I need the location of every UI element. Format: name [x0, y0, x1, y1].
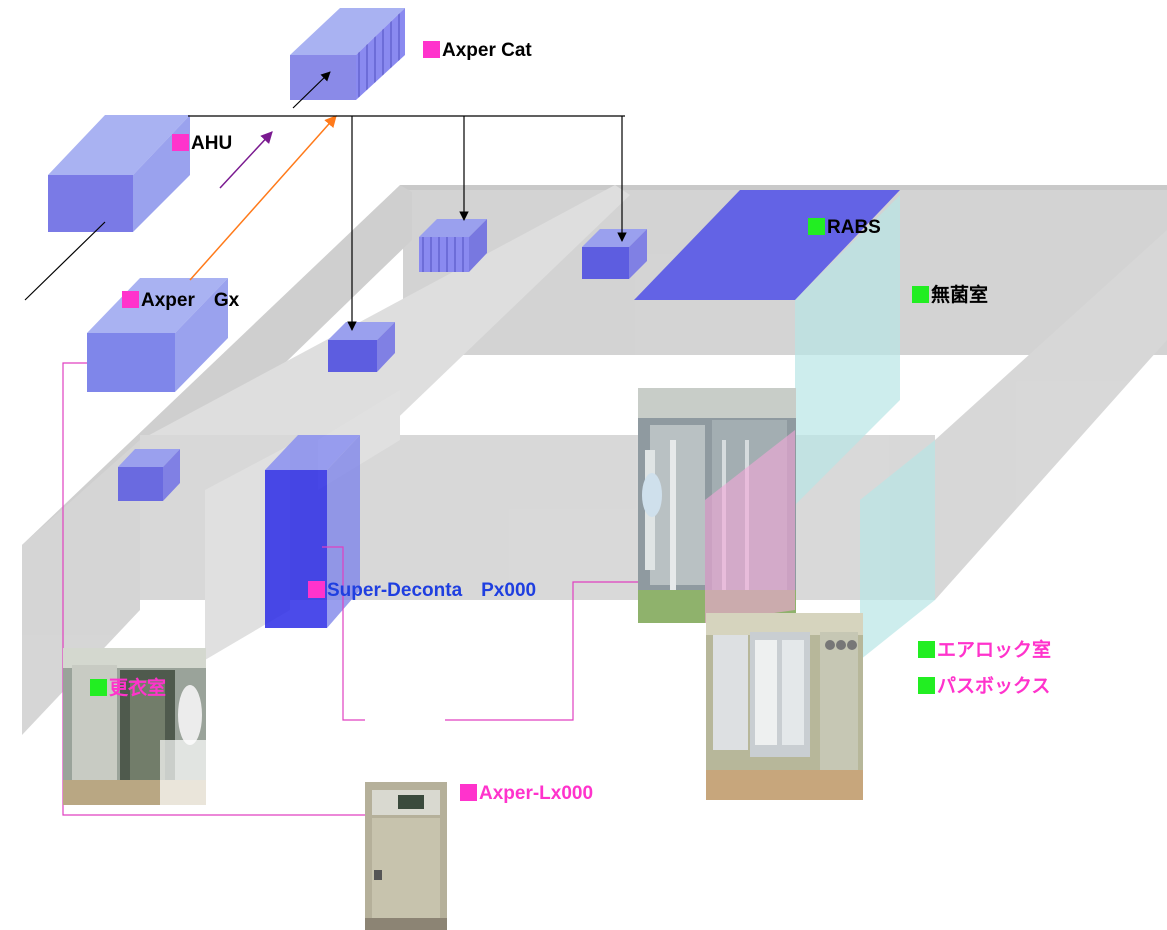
axper-gx-text: Axper Gx [141, 290, 240, 311]
magenta-square-icon [122, 291, 139, 308]
pass-box-text: パスボックス [937, 676, 1051, 697]
ahu-label: AHU [172, 133, 232, 155]
magenta-square-icon [308, 581, 325, 598]
ceiling-filter-unit-1 [419, 219, 487, 272]
mukinshitsu-label: 無菌室 [912, 285, 988, 307]
magenta-square-icon [460, 784, 477, 801]
green-square-icon [912, 286, 929, 303]
green-square-icon [918, 641, 935, 658]
gx-to-duct-arrow [189, 115, 337, 281]
pass-box-label: パスボックス [918, 676, 1050, 698]
super-deconta-text: Super-Deconta Px000 [327, 580, 537, 601]
changing-room-photo [63, 648, 206, 805]
axper-gx-label: Axper Gx [122, 290, 239, 312]
airflow-lines [24, 71, 627, 331]
back-wall-top [400, 185, 1167, 190]
ceiling-filter-unit-3 [328, 322, 395, 372]
green-square-icon [808, 218, 825, 235]
deconta-to-airlock-connector-2 [445, 581, 700, 721]
mid-diagonal-wall [140, 185, 630, 440]
ahu-to-cat-arrow [219, 131, 273, 189]
air-lock-label: エアロック室 [918, 640, 1051, 662]
axper-cat-label: Axper Cat [423, 40, 532, 62]
right-diagonal-wall [935, 230, 1167, 600]
rabs-top-plate [634, 190, 900, 300]
super-deconta-column [265, 435, 360, 628]
mukinshitsu-text: 無菌室 [931, 285, 989, 306]
koui-text: 更衣室 [109, 678, 167, 699]
green-square-icon [90, 679, 107, 696]
super-deconta-label: Super-Deconta Px000 [308, 580, 536, 602]
filling-room-photo [638, 388, 796, 623]
deconta-to-airlock-connector [322, 546, 365, 721]
axper-lx-text: Axper-Lx000 [479, 783, 594, 804]
rabs-text: RABS [827, 217, 881, 238]
cat-exhaust-arrow [292, 71, 331, 109]
axper-gx-unit [87, 278, 228, 392]
axper-cat-unit [290, 8, 405, 100]
air-lock-text: エアロック室 [937, 640, 1052, 661]
ahu-intake-line [24, 221, 106, 301]
connector-lines [62, 362, 700, 816]
rabs-label: RABS [808, 217, 881, 239]
airlock-glass-panel [860, 440, 935, 660]
room-walls [22, 185, 1167, 735]
ahu-unit [48, 115, 190, 232]
magenta-square-icon [423, 41, 440, 58]
corridor-filter-unit [118, 449, 180, 501]
ahu-text: AHU [191, 133, 233, 154]
rabs-glass-panel [795, 195, 900, 505]
axper-lx-photo [365, 782, 447, 930]
axper-lx-label: Axper-Lx000 [460, 783, 593, 805]
pass-box-photo [706, 613, 863, 800]
ceiling-filter-unit-2 [582, 229, 647, 279]
magenta-square-icon [172, 134, 189, 151]
axper-cat-text: Axper Cat [442, 40, 532, 61]
green-square-icon [918, 677, 935, 694]
koui-label: 更衣室 [90, 678, 166, 700]
left-lower-wall [22, 440, 140, 735]
gx-to-lx-connector [62, 362, 405, 816]
